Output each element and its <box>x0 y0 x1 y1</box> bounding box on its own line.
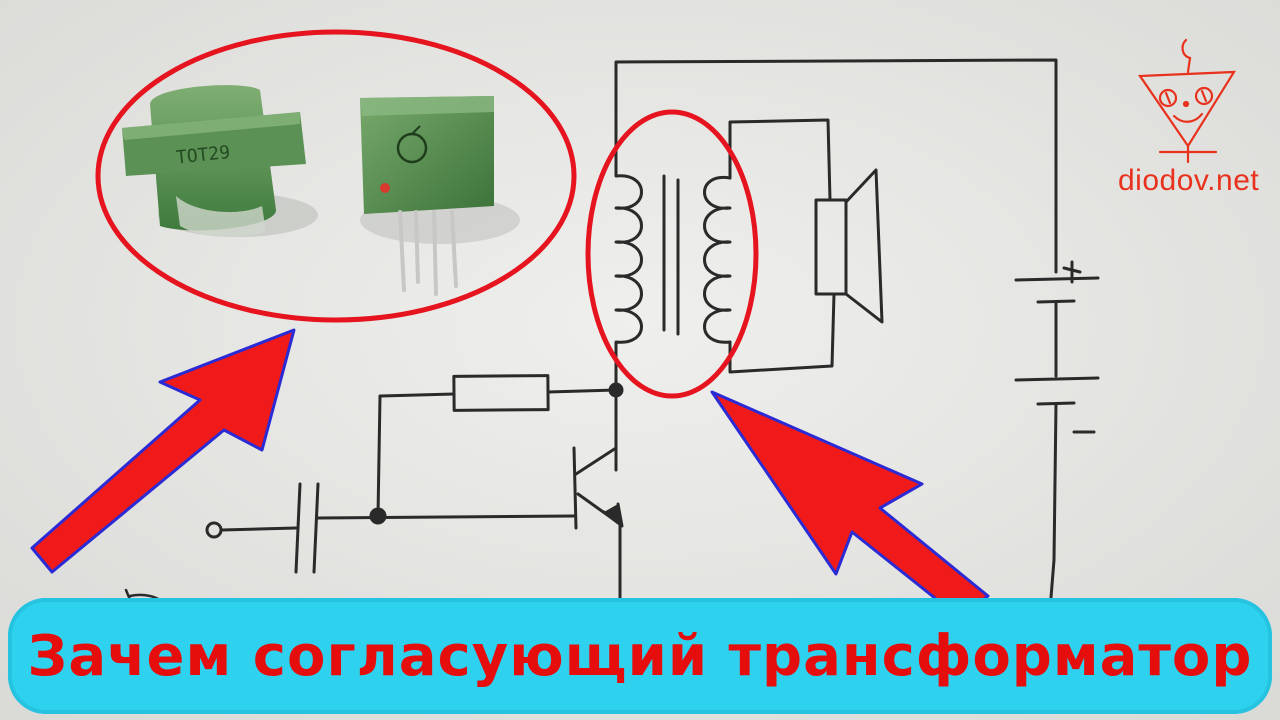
highlight-ellipse-transformer <box>585 109 759 399</box>
red-dot-marker <box>380 183 390 193</box>
emitter-arrow <box>602 502 624 528</box>
battery-symbol <box>1014 260 1100 612</box>
input-terminal <box>205 521 223 539</box>
capacitor-plate-1 <box>294 482 302 574</box>
caption-text: Зачем согласующий трансформатор <box>27 623 1253 689</box>
arrow-left <box>30 328 296 574</box>
logo-text: diodov.net <box>1118 164 1260 197</box>
wire-base <box>316 514 576 520</box>
wire-input <box>220 526 298 532</box>
secondary-coil <box>703 175 732 344</box>
transformer-photo-left: TOT29 <box>122 85 318 237</box>
speaker-cone <box>844 168 884 324</box>
primary-coil <box>614 146 643 390</box>
highlight-ellipse-components <box>95 29 577 323</box>
transistor-collector <box>574 446 618 476</box>
diodov-logo-icon <box>1137 38 1237 164</box>
wire-top <box>614 58 1058 274</box>
capacitor-plate-2 <box>312 482 320 574</box>
schematic-drawing <box>124 58 1100 614</box>
transformer-photo-right <box>360 96 520 296</box>
resistor-body <box>452 374 550 412</box>
caption-banner: Зачем согласующий трансформатор <box>8 598 1272 714</box>
transistor-base-bar <box>572 446 578 530</box>
speaker-magnet <box>814 198 848 296</box>
wire-resistor <box>376 388 618 518</box>
